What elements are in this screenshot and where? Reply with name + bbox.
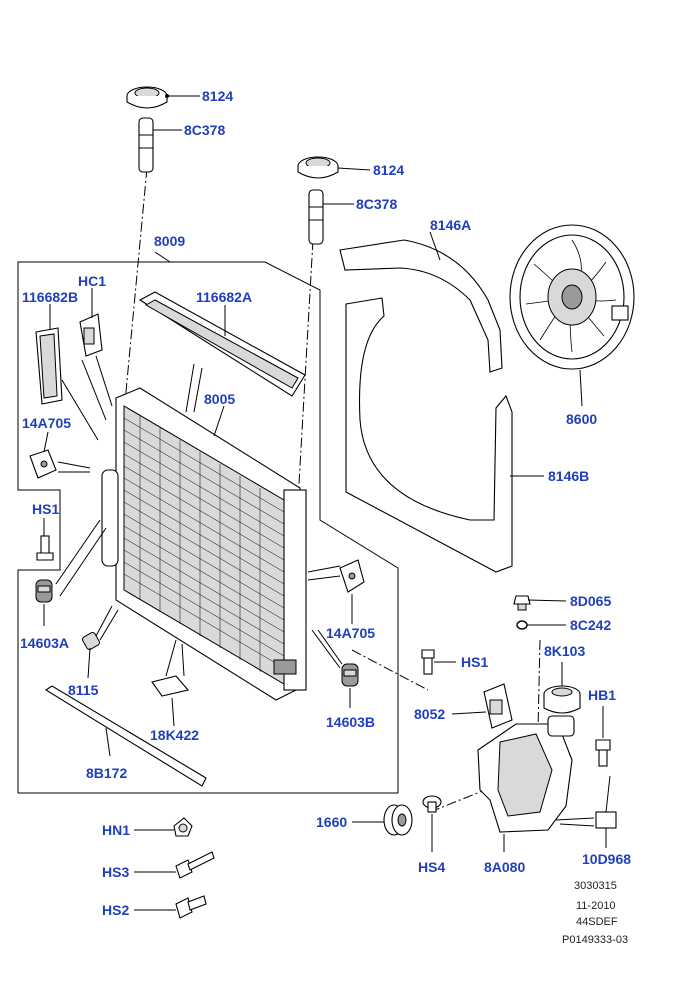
- locating-pin-top-icon: [138, 117, 154, 173]
- label-cap-mid: 8124: [373, 162, 404, 178]
- label-hs1-right: HS1: [461, 654, 488, 670]
- hose-clip-icon: [79, 313, 103, 357]
- drain-plug-icon: [82, 632, 100, 650]
- radiator-cap-mid-icon: [297, 156, 339, 179]
- label-sensor: 10D968: [582, 851, 631, 867]
- bolt-right-icon: [421, 649, 435, 675]
- label-lower-clip: 18K422: [150, 727, 199, 743]
- upper-shroud-icon: [339, 239, 503, 373]
- expansion-tank-icon: [477, 715, 575, 833]
- label-o-ring: 8C242: [570, 617, 611, 633]
- label-fan: 8600: [566, 411, 597, 427]
- bolt-hs3-icon: [175, 851, 215, 879]
- footer-date: 11-2010: [576, 900, 616, 912]
- nut-hn1-icon: [173, 817, 193, 837]
- bracket-left-icon: [29, 449, 57, 479]
- upper-seal-icon: [138, 291, 306, 397]
- bolt-left-icon: [36, 535, 54, 561]
- footer-illustration-number: P0149333-03: [562, 934, 628, 946]
- lower-seal-icon: [44, 685, 207, 787]
- radiator-cap-top-icon: [126, 86, 168, 109]
- label-bracket-left: 14A705: [22, 415, 71, 431]
- label-pulley: 1660: [316, 814, 347, 830]
- label-bleed-screw: 8D065: [570, 593, 611, 609]
- label-hn1: HN1: [102, 822, 130, 838]
- label-hs4: HS4: [418, 859, 445, 875]
- rubber-mount-right-icon: [341, 663, 359, 687]
- pulley-icon: [383, 804, 413, 836]
- label-radiator: 8005: [204, 391, 235, 407]
- radiator-core-icon: [101, 387, 307, 701]
- label-hc1: HC1: [78, 273, 106, 289]
- label-lower-shroud: 8146B: [548, 468, 589, 484]
- label-hs3: HS3: [102, 864, 129, 880]
- label-drain-plug: 8115: [68, 682, 99, 698]
- label-lower-seal: 8B172: [86, 765, 127, 781]
- label-hb1: HB1: [588, 687, 616, 703]
- label-hs1-left: HS1: [32, 501, 59, 517]
- locating-pin-mid-icon: [308, 189, 324, 245]
- bracket-right-icon: [339, 559, 365, 593]
- level-sensor-icon: [595, 775, 617, 829]
- lower-shroud-icon: [345, 297, 513, 573]
- label-mount-right: 14603B: [326, 714, 375, 730]
- label-hs2: HS2: [102, 902, 129, 918]
- bolt-hs4-icon: [422, 795, 442, 813]
- tank-bracket-icon: [483, 683, 513, 729]
- bleed-screw-icon: [513, 595, 531, 611]
- o-ring-icon: [516, 620, 528, 630]
- footer-code: 3030315: [574, 880, 617, 892]
- bolt-hs2-icon: [175, 895, 207, 919]
- label-radiator-assembly: 8009: [154, 233, 185, 249]
- label-side-seal: 116682B: [22, 289, 78, 305]
- label-bracket-right: 14A705: [326, 625, 375, 641]
- cooling-fan-icon: [509, 224, 635, 370]
- bolt-hb1-icon: [595, 739, 611, 767]
- label-filler-cap: 8K103: [544, 643, 585, 659]
- label-upper-seal: 116682A: [196, 289, 252, 305]
- footer-ref: 44SDEF: [576, 916, 618, 928]
- rubber-mount-left-icon: [35, 579, 53, 603]
- lower-clip-icon: [151, 675, 190, 697]
- side-seal-icon: [35, 327, 63, 405]
- leader-lines: [43, 94, 607, 911]
- filler-cap-icon: [543, 685, 581, 714]
- label-pin-top: 8C378: [184, 122, 225, 138]
- label-expansion-tank: 8A080: [484, 859, 525, 875]
- label-pin-mid: 8C378: [356, 196, 397, 212]
- label-tank-bracket: 8052: [414, 706, 445, 722]
- label-mount-left: 14603A: [20, 635, 69, 651]
- label-upper-shroud: 8146A: [430, 217, 471, 233]
- label-cap-top: 8124: [202, 88, 233, 104]
